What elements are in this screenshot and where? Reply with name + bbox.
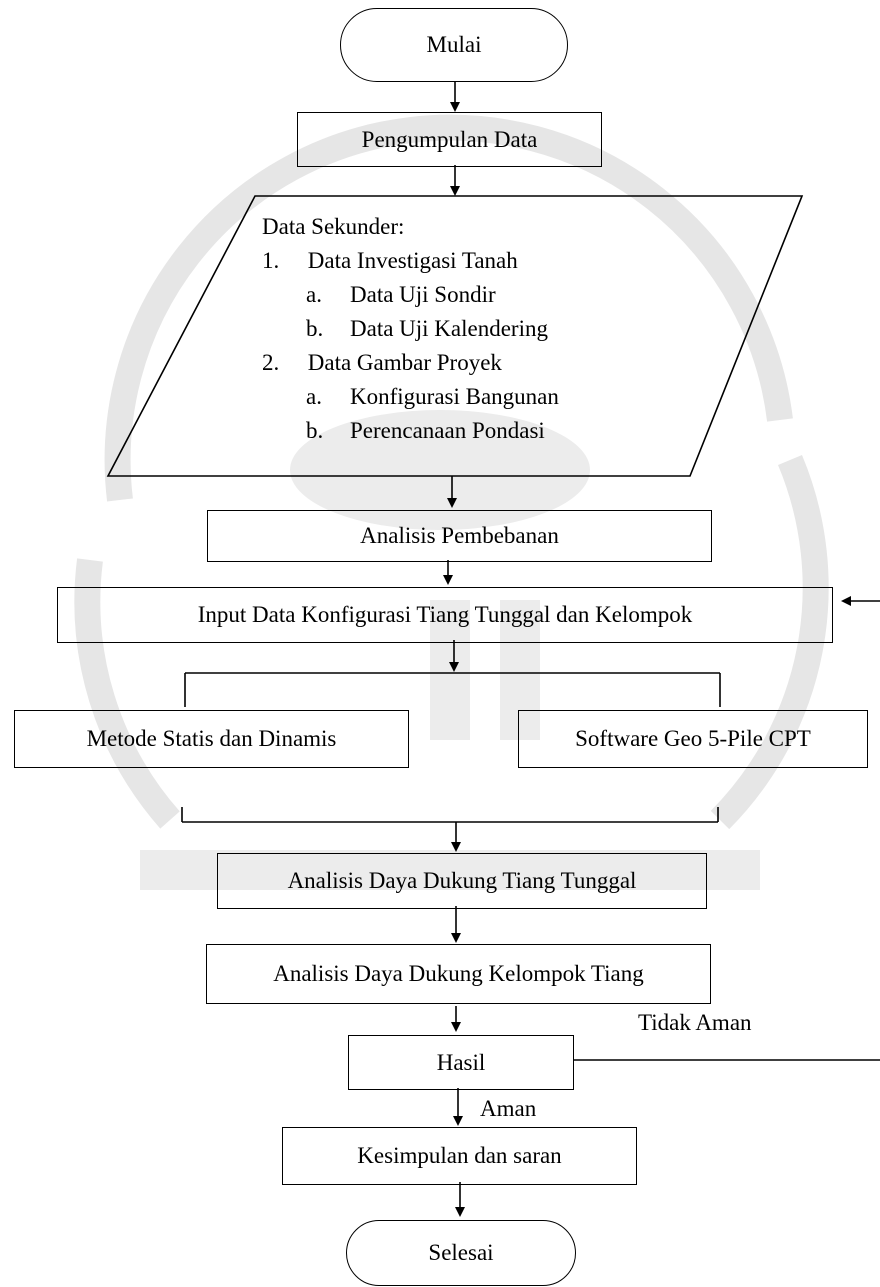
geo5-software-label: Software Geo 5-Pile CPT [575, 726, 811, 751]
list-item: 1. Data Investigasi Tanah [262, 244, 559, 278]
list-letter: a. [306, 384, 322, 409]
secondary-data-list: Data Sekunder: 1. Data Investigasi Tanah… [262, 210, 559, 448]
list-sublabel: Data Uji Kalendering [350, 316, 548, 341]
list-sublabel: Perencanaan Pondasi [350, 418, 545, 443]
safe-label: Aman [480, 1096, 537, 1121]
list-number: 2. [262, 350, 280, 375]
list-subitem: b. Data Uji Kalendering [262, 312, 559, 346]
list-letter: a. [306, 282, 322, 307]
single-pile-analysis-box: Analisis Daya Dukung Tiang Tunggal [217, 853, 707, 909]
conclusion-box: Kesimpulan dan saran [282, 1127, 637, 1185]
list-subitem: a. Data Uji Sondir [262, 278, 559, 312]
loading-analysis-label: Analisis Pembebanan [360, 523, 559, 548]
start-label: Mulai [426, 32, 482, 57]
input-data-label: Input Data Konfigurasi Tiang Tunggal dan… [197, 602, 693, 627]
list-item: 2. Data Gambar Proyek [262, 346, 559, 380]
conclusion-label: Kesimpulan dan saran [357, 1143, 562, 1168]
geo5-software-box: Software Geo 5-Pile CPT [518, 710, 868, 768]
list-sublabel: Konfigurasi Bangunan [350, 384, 559, 409]
static-dynamic-method-box: Metode Statis dan Dinamis [14, 710, 409, 768]
watermark-bar-right [500, 600, 540, 740]
watermark-center [290, 410, 590, 530]
collect-data-box: Pengumpulan Data [297, 112, 602, 167]
list-subitem: a. Konfigurasi Bangunan [262, 380, 559, 414]
secondary-heading: Data Sekunder: [262, 214, 405, 239]
list-label: Data Investigasi Tanah [307, 248, 518, 273]
result-label: Hasil [436, 1049, 486, 1075]
input-data-box: Input Data Konfigurasi Tiang Tunggal dan… [57, 587, 833, 643]
list-letter: b. [306, 316, 324, 341]
watermark-ring-right [710, 454, 829, 830]
end-label: Selesai [428, 1240, 494, 1265]
start-terminal: Mulai [340, 8, 568, 82]
result-box: Hasil [348, 1035, 574, 1090]
list-label: Data Gambar Proyek [307, 350, 502, 375]
list-sublabel: Data Uji Sondir [350, 282, 496, 307]
group-pile-analysis-box: Analisis Daya Dukung Kelompok Tiang [206, 944, 711, 1004]
single-pile-analysis-label: Analisis Daya Dukung Tiang Tunggal [287, 868, 637, 893]
list-number: 1. [262, 248, 280, 273]
collect-data-label: Pengumpulan Data [361, 126, 538, 152]
list-subitem: b. Perencanaan Pondasi [262, 414, 559, 448]
group-pile-analysis-label: Analisis Daya Dukung Kelompok Tiang [273, 961, 644, 986]
loading-analysis-box: Analisis Pembebanan [207, 510, 712, 562]
watermark-ring-left [74, 558, 180, 829]
not-safe-label: Tidak Aman [638, 1010, 752, 1035]
watermark-base [140, 850, 760, 890]
static-dynamic-method-label: Metode Statis dan Dinamis [86, 726, 337, 751]
end-terminal: Selesai [346, 1220, 576, 1286]
secondary-data-parallelogram [106, 195, 804, 477]
list-letter: b. [306, 418, 324, 443]
watermark-ring [104, 114, 793, 502]
